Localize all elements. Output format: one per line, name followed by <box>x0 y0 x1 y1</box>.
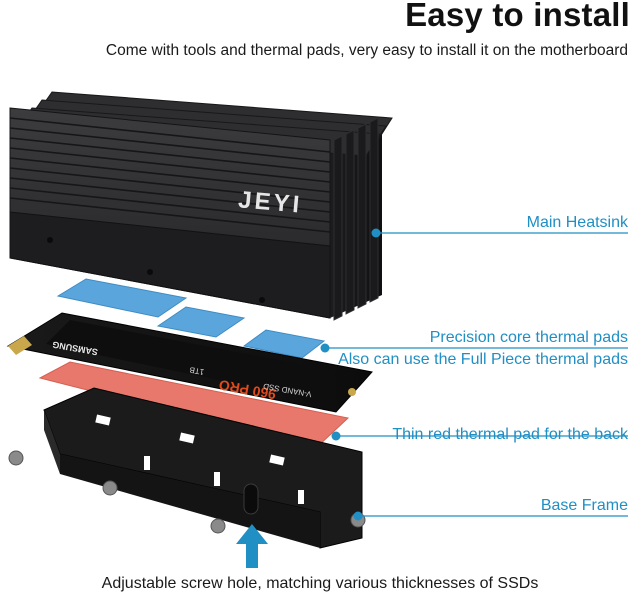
screw-hole-note: Adjustable screw hole, matching various … <box>101 575 539 592</box>
callout-lines <box>325 232 628 517</box>
callout-main-heatsink: Main Heatsink <box>526 214 628 231</box>
heatsink: JEYI <box>9 91 393 321</box>
precision-thermal-pads <box>56 278 326 359</box>
heatsink-logo: JEYI <box>237 186 303 218</box>
page-subtitle: Come with tools and thermal pads, very e… <box>105 42 628 59</box>
callout-dots <box>320 228 381 521</box>
callout-red-pad: Thin red thermal pad for the back <box>392 426 628 443</box>
ssd-capacity: 1TB <box>189 365 205 376</box>
callout-full-piece-pads: Also can use the Full Piece thermal pads <box>338 351 628 368</box>
page-title: Easy to install <box>405 0 630 33</box>
callout-base-frame: Base Frame <box>540 497 628 514</box>
base-frame <box>43 387 363 549</box>
screw-hole-arrow <box>236 524 268 568</box>
ssd: SAMSUNG 960 PRO 1TB V-NAND SSD <box>6 312 373 413</box>
callout-precision-pads: Precision core thermal pads <box>429 329 628 346</box>
